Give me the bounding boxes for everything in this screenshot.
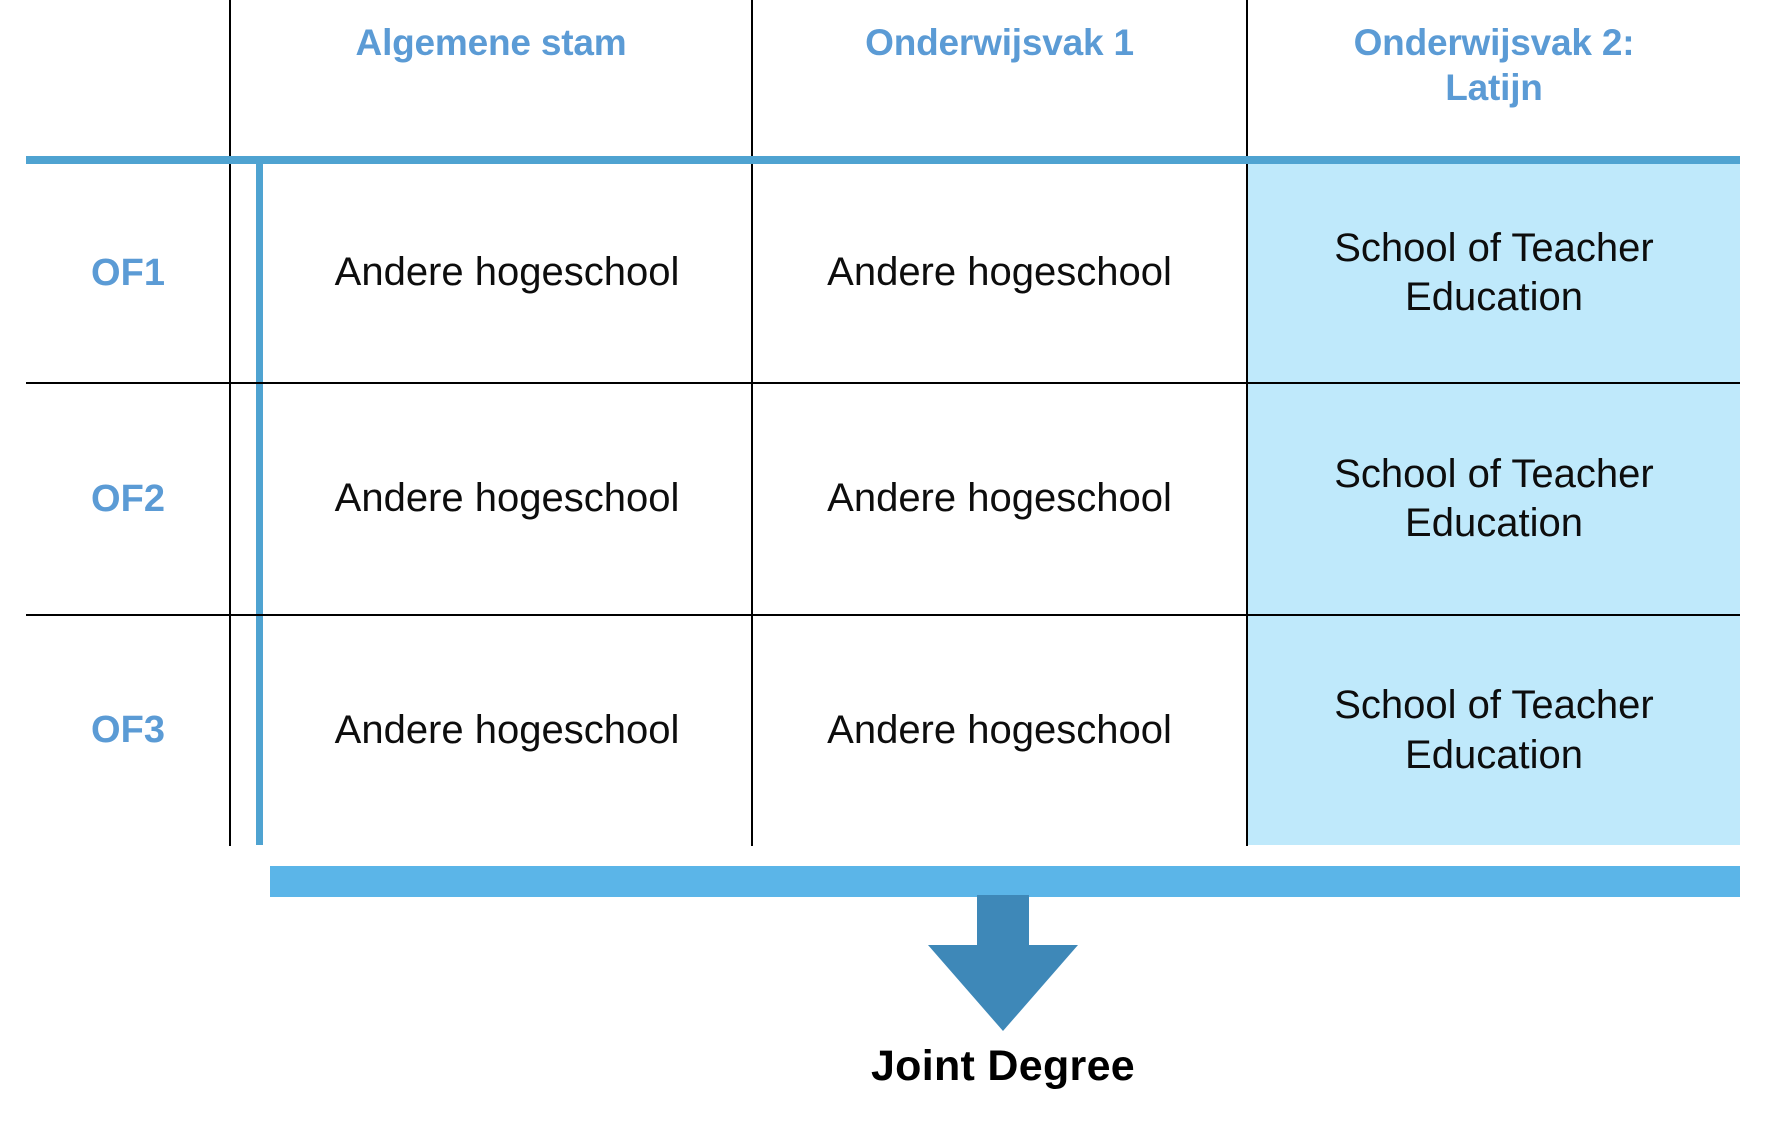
cell-of2-onderwijsvak-1-text: Andere hogeschool — [827, 476, 1172, 521]
row-divider-1 — [26, 382, 1740, 384]
cell-of1-onderwijsvak-2-text: School of Teacher Education — [1334, 225, 1654, 319]
cell-of3-onderwijsvak-2-text: School of Teacher Education — [1334, 683, 1654, 777]
column-header-algemene-stam: Algemene stam — [231, 0, 751, 156]
cell-of2-onderwijsvak-1: Andere hogeschool — [753, 384, 1246, 614]
cell-of1-onderwijsvak-1: Andere hogeschool — [753, 164, 1246, 382]
column-header-algemene-stam-text: Algemene stam — [355, 22, 627, 63]
cell-of1-algemene-stam: Andere hogeschool — [263, 164, 751, 382]
column-divider-2 — [751, 0, 753, 846]
cell-of3-algemene-stam: Andere hogeschool — [263, 616, 751, 845]
cell-of3-algemene-stam-text: Andere hogeschool — [334, 707, 680, 752]
row-label-of1-text: OF1 — [91, 251, 165, 294]
column-header-onderwijsvak-1-text: Onderwijsvak 1 — [865, 22, 1134, 63]
column-header-onderwijsvak-2-text: Onderwijsvak 2: Latijn — [1354, 20, 1635, 110]
cell-of1-algemene-stam-text: Andere hogeschool — [334, 250, 680, 295]
column-header-onderwijsvak-2-line2: Latijn — [1445, 67, 1543, 109]
row-label-of2: OF2 — [0, 384, 256, 614]
row-label-of2-text: OF2 — [91, 477, 165, 520]
cell-of1-onderwijsvak-2: School of Teacher Education — [1248, 164, 1740, 382]
cell-of2-algemene-stam-text: Andere hogeschool — [334, 476, 680, 521]
cell-of2-algemene-stam: Andere hogeschool — [263, 384, 751, 614]
row-divider-2 — [26, 614, 1740, 616]
joint-degree-caption: Joint Degree — [870, 1042, 1136, 1090]
column-divider-3 — [1246, 0, 1248, 846]
cell-of1-onderwijsvak-1-text: Andere hogeschool — [827, 250, 1172, 295]
cell-of2-onderwijsvak-2: School of Teacher Education — [1248, 384, 1740, 614]
cell-of2-onderwijsvak-2-text: School of Teacher Education — [1334, 451, 1654, 545]
row-label-of1: OF1 — [0, 164, 256, 382]
joint-degree-joiner-bar — [270, 866, 1740, 897]
arrow-down-icon — [903, 895, 1103, 1035]
column-header-onderwijsvak-1: Onderwijsvak 1 — [753, 0, 1246, 156]
cell-of3-onderwijsvak-1: Andere hogeschool — [753, 616, 1246, 845]
row-label-of3-text: OF3 — [91, 709, 165, 752]
rowlabel-accent-divider — [256, 163, 263, 845]
column-header-onderwijsvak-2: Onderwijsvak 2: Latijn — [1248, 0, 1740, 156]
cell-of3-onderwijsvak-1-text: Andere hogeschool — [827, 707, 1172, 752]
qualification-matrix-table: Algemene stam Onderwijsvak 1 Onderwijsva… — [0, 0, 1740, 846]
column-divider-1 — [229, 0, 231, 846]
cell-of3-onderwijsvak-2: School of Teacher Education — [1248, 616, 1740, 845]
header-accent-rule — [26, 156, 1740, 164]
column-header-rowlabel — [0, 0, 229, 156]
row-label-of3: OF3 — [0, 616, 256, 845]
column-header-onderwijsvak-2-line1: Onderwijsvak 2: — [1353, 22, 1635, 63]
